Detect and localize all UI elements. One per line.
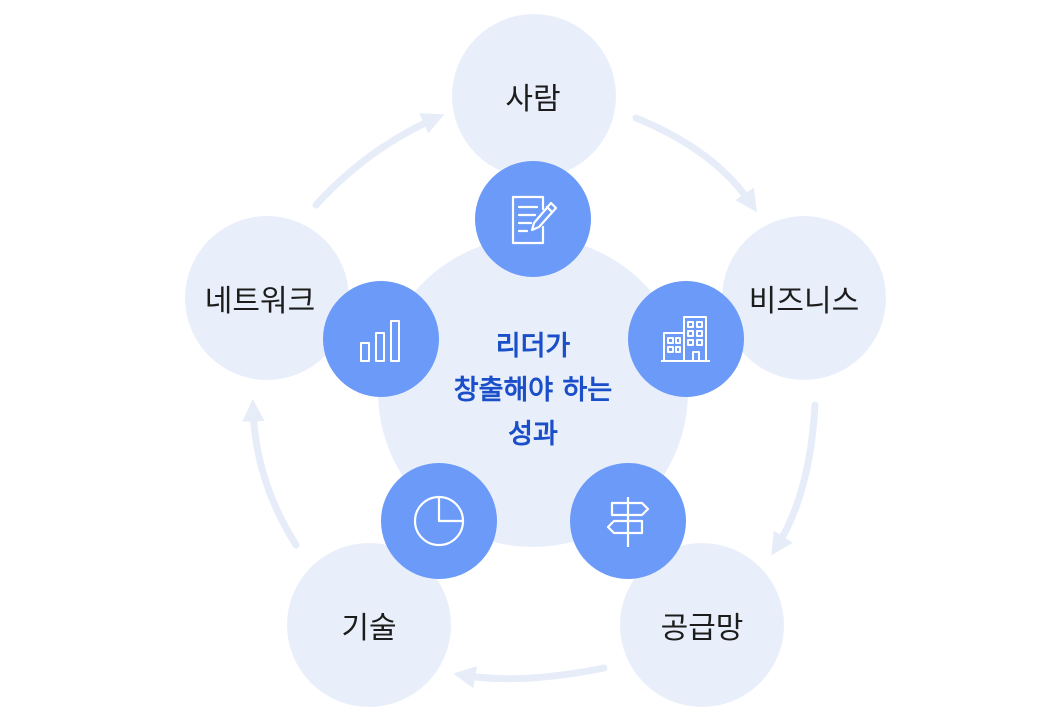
center-title: 리더가 창출해야 하는 성과 [454,325,612,457]
signpost-icon [606,497,650,547]
node-label-supply-chain: 공급망 [660,611,744,646]
pie-chart-icon [413,495,465,547]
inner-circle-network [323,281,439,397]
node-network-circle [185,216,349,380]
inner-circle-people [475,161,591,277]
node-label-network: 네트워크 [204,284,316,319]
center-title-line-2: 창출해야 하는 [453,375,613,406]
center-title-line-1: 리더가 [495,331,571,362]
arrow-people-to-business [632,114,758,213]
node-business-circle [722,216,886,380]
document-edit-icon [511,195,558,245]
inner-circle-business [628,281,744,397]
node-label-technology: 기술 [341,611,397,646]
node-people-circle [452,14,616,178]
arrow-supply-chain-to-technology [453,664,608,689]
arrow-business-to-supply-chain [771,401,819,556]
arrow-network-to-people [312,113,445,209]
inner-circle-supply-chain [570,463,686,579]
node-label-business: 비즈니스 [748,284,860,319]
node-label-people: 사람 [505,82,561,117]
center-title-line-3: 성과 [508,419,558,450]
inner-circle-technology [381,463,497,579]
arrow-technology-to-network [242,399,300,549]
building-icon [661,316,710,362]
bar-chart-icon [360,320,400,362]
